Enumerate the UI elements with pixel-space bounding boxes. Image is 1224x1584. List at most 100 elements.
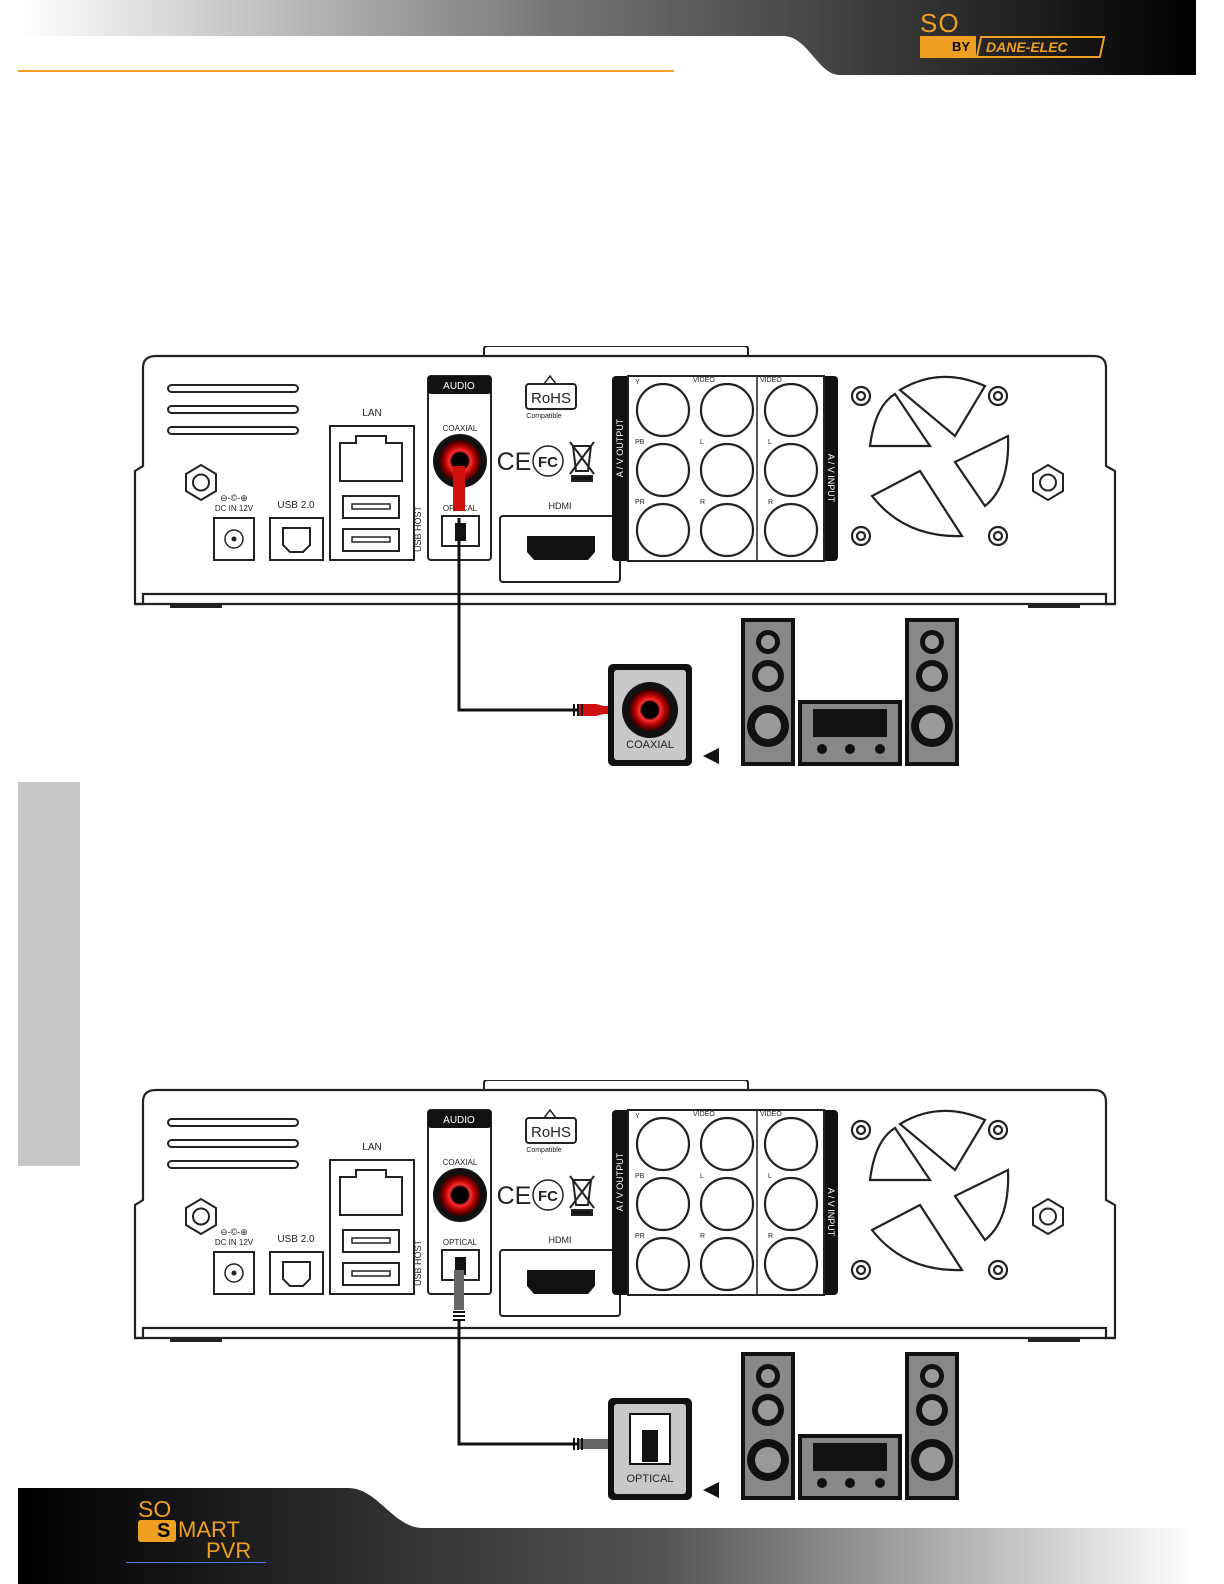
l-in-jack[interactable] <box>763 1176 819 1232</box>
video-in-label: VIDEO <box>760 377 782 384</box>
receiver-port: COAXIAL <box>608 664 692 766</box>
r-out-label: R <box>700 1233 705 1240</box>
dc-in-label: DC IN 12V <box>215 504 254 513</box>
l-out-label: L <box>700 1173 704 1180</box>
receiver-port-label: COAXIAL <box>626 739 674 751</box>
pr-jack[interactable] <box>635 502 691 558</box>
l-out-jack[interactable] <box>699 442 755 498</box>
av-output-label: A / V OUTPUT <box>615 418 625 477</box>
logo-by-badge: BY <box>920 36 976 58</box>
rohs-label: RoHS <box>531 1124 571 1141</box>
lan-port[interactable] <box>339 435 403 482</box>
amplifier <box>798 700 902 766</box>
svg-text:⊖-©-⊕: ⊖-©-⊕ <box>220 1227 248 1237</box>
audio-header: AUDIO <box>443 1115 475 1126</box>
usb2-port[interactable] <box>269 1251 324 1295</box>
l-out-label: L <box>700 439 704 446</box>
side-tab <box>18 782 80 1166</box>
usb-host-port-2[interactable] <box>342 1262 400 1286</box>
fc-mark-icon: FC <box>532 1179 564 1211</box>
l-in-label: L <box>768 1173 772 1180</box>
video-in-jack[interactable] <box>763 382 819 438</box>
usb-host-port-1[interactable] <box>342 495 400 519</box>
hdmi-label: HDMI <box>549 501 572 511</box>
device-handle <box>483 345 749 356</box>
r-in-jack[interactable] <box>763 1236 819 1292</box>
receiver-port-label: OPTICAL <box>626 1473 673 1485</box>
fan-icon <box>850 375 1010 547</box>
usb2-label: USB 2.0 <box>277 1234 315 1245</box>
lan-port[interactable] <box>339 1169 403 1216</box>
coax-plug-device <box>453 466 465 511</box>
header-bar <box>18 0 1196 75</box>
brand-logo: SO BY DANE-ELEC <box>918 8 1108 58</box>
speaker-left <box>741 618 795 766</box>
svg-text:FC: FC <box>538 454 558 471</box>
pb-jack-label: PB <box>635 439 645 446</box>
pb-jack[interactable] <box>635 442 691 498</box>
y-jack-label: Y <box>635 379 640 386</box>
pr-jack-label: PR <box>635 499 645 506</box>
usb-host-label: USB HOST <box>413 1239 423 1286</box>
weee-bin-icon <box>569 441 595 482</box>
pr-jack-label: PR <box>635 1233 645 1240</box>
amplifier <box>798 1434 902 1500</box>
rohs-icon: RoHS Compatible <box>525 374 577 420</box>
logo-by-text: BY <box>951 39 970 54</box>
product-logo-pvr: PVR <box>206 1538 252 1563</box>
l-out-jack[interactable] <box>699 1176 755 1232</box>
usb2-label: USB 2.0 <box>277 500 315 511</box>
logo-brand-text: DANE-ELEC <box>986 39 1068 55</box>
usb2-port[interactable] <box>269 517 324 561</box>
video-in-jack[interactable] <box>763 1116 819 1172</box>
screw-icon <box>1032 463 1064 502</box>
r-in-jack[interactable] <box>763 502 819 558</box>
rohs-label: RoHS <box>531 390 571 407</box>
product-logo-underline <box>126 1562 266 1563</box>
optical-plug-receiver <box>578 1439 608 1449</box>
footer-bar <box>18 1488 1196 1584</box>
product-logo: SO S MART PVR <box>126 1496 286 1566</box>
screw-icon <box>185 1197 217 1236</box>
video-in-label: VIDEO <box>760 1111 782 1118</box>
speaker-left <box>741 1352 795 1500</box>
r-out-jack[interactable] <box>699 502 755 558</box>
screw-icon <box>185 463 217 502</box>
product-logo-mart: MART <box>178 1517 240 1542</box>
hdmi-port[interactable] <box>527 1270 595 1294</box>
ce-mark-icon: CE <box>497 448 532 476</box>
dc-in-label: DC IN 12V <box>215 1238 254 1247</box>
video-out-jack[interactable] <box>699 1116 755 1172</box>
speaker-right <box>905 618 959 766</box>
rohs-sub-label: Compatible <box>526 413 562 420</box>
optical-plug-device <box>454 1270 464 1310</box>
audio-cable <box>457 518 580 712</box>
hdmi-label: HDMI <box>549 1235 572 1245</box>
r-out-jack[interactable] <box>699 1236 755 1292</box>
pointer-arrow-icon <box>703 748 719 764</box>
y-jack[interactable] <box>635 382 691 438</box>
y-jack-label: Y <box>635 1113 640 1120</box>
hdmi-port[interactable] <box>527 536 595 560</box>
header-rule <box>18 70 674 72</box>
usb-host-port-1[interactable] <box>342 1229 400 1253</box>
speaker-right <box>905 1352 959 1500</box>
video-out-jack[interactable] <box>699 382 755 438</box>
audio-header: AUDIO <box>443 381 475 392</box>
ce-mark-icon: CE <box>497 1182 532 1210</box>
pb-jack[interactable] <box>635 1176 691 1232</box>
pr-jack[interactable] <box>635 1236 691 1292</box>
l-in-jack[interactable] <box>763 442 819 498</box>
usb-host-port-2[interactable] <box>342 528 400 552</box>
screw-icon <box>1032 1197 1064 1236</box>
coaxial-port-label: COAXIAL <box>443 424 478 433</box>
r-in-label: R <box>768 499 773 506</box>
receiver-port: OPTICAL <box>608 1398 692 1500</box>
svg-text:FC: FC <box>538 1188 558 1205</box>
lan-label: LAN <box>362 408 381 419</box>
device-handle <box>483 1079 749 1090</box>
weee-bin-icon <box>569 1175 595 1216</box>
video-out-label: VIDEO <box>693 377 715 384</box>
y-jack[interactable] <box>635 1116 691 1172</box>
video-out-label: VIDEO <box>693 1111 715 1118</box>
